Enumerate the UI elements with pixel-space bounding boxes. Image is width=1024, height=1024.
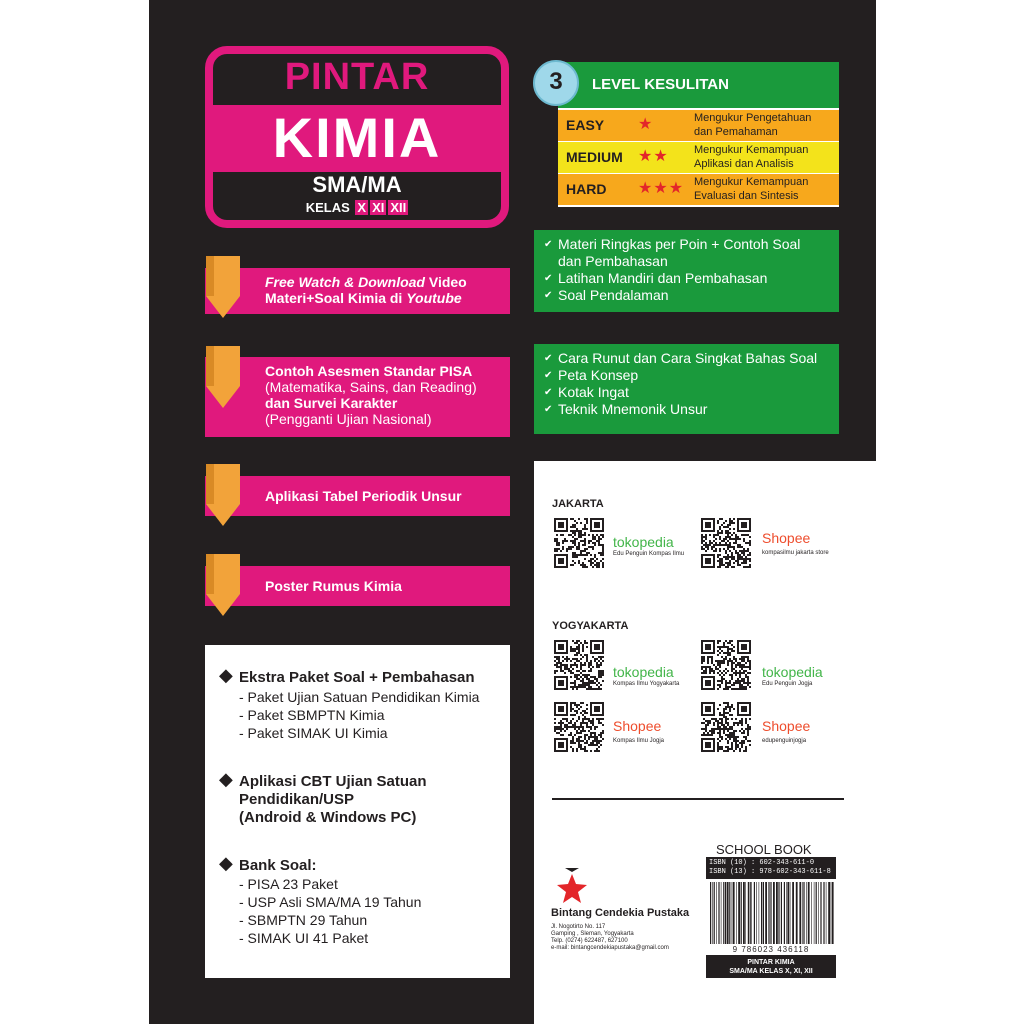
feature-item-cont: dan Pembahasan bbox=[558, 253, 668, 269]
tokopedia-logo[interactable]: tokopedia bbox=[613, 664, 674, 680]
publisher-name: Bintang Cendekia Pustaka bbox=[551, 907, 690, 919]
diamond-icon: ◆ bbox=[219, 769, 233, 789]
feature-item: Latihan Mandiri dan Pembahasan bbox=[544, 270, 831, 287]
qr-code-icon[interactable] bbox=[554, 702, 604, 752]
isbn-box: ISBN (10) : 602-343-611-0 ISBN (13) : 97… bbox=[706, 857, 836, 879]
extras-heading: Bank Soal: bbox=[239, 857, 317, 874]
level-name: MEDIUM bbox=[566, 149, 623, 165]
extras-item: - SBMPTN 29 Tahun bbox=[239, 912, 368, 928]
feature-item: Teknik Mnemonik Unsur bbox=[544, 401, 831, 418]
extras-box: ◆ Ekstra Paket Soal + Pembahasan - Paket… bbox=[205, 645, 510, 978]
shop-subtitle: Edu Penguin Jogja bbox=[762, 681, 813, 687]
barcode-icon bbox=[710, 882, 834, 944]
star-icon: ★★ bbox=[638, 148, 669, 165]
level-name: HARD bbox=[566, 181, 607, 197]
extras-item: - SIMAK UI 41 Paket bbox=[239, 930, 369, 946]
star-icon: ★★★ bbox=[638, 180, 685, 197]
diamond-icon: ◆ bbox=[219, 665, 233, 685]
feature-text: Aplikasi Tabel Periodik Unsur bbox=[265, 488, 462, 504]
feature-box-green-2: Cara Runut dan Cara Singkat Bahas Soal P… bbox=[534, 344, 839, 434]
qr-code-icon[interactable] bbox=[554, 518, 604, 568]
extras-item: - PISA 23 Paket bbox=[239, 876, 338, 892]
title-kimia: KIMIA bbox=[272, 106, 442, 169]
school-book-label: SCHOOL BOOK bbox=[716, 842, 812, 857]
extras-item: - Paket SBMPTN Kimia bbox=[239, 707, 385, 723]
title-band bbox=[213, 105, 501, 172]
barcode-number: 9 786023 436118 bbox=[732, 945, 810, 954]
qr-code-icon[interactable] bbox=[701, 702, 751, 752]
kelas-label: KELAS bbox=[305, 200, 350, 215]
isbn-13: ISBN (13) : 978-602-343-611-8 bbox=[709, 868, 831, 876]
publisher-logo-icon bbox=[557, 868, 587, 903]
shopee-logo[interactable]: Shopee bbox=[613, 718, 662, 734]
feature-youtube: Free Watch & Download Video Materi+Soal … bbox=[205, 268, 510, 314]
feature-text: Free Watch & Download Video Materi+Soal … bbox=[265, 274, 467, 306]
star-icon: ★ bbox=[638, 116, 654, 133]
shop-subtitle: Edu Penguin Kompas Ilmu bbox=[613, 551, 685, 557]
ribbon-icon bbox=[206, 346, 240, 408]
level-name: EASY bbox=[566, 117, 605, 133]
qr-code-icon[interactable] bbox=[701, 640, 751, 690]
title-sma-ma: SMA/MA bbox=[312, 172, 402, 197]
tokopedia-logo[interactable]: tokopedia bbox=[762, 664, 823, 680]
level-header bbox=[558, 62, 839, 108]
level-title: LEVEL KESULITAN bbox=[592, 76, 729, 93]
tokopedia-logo[interactable]: tokopedia bbox=[613, 534, 674, 550]
feature-item: Kotak Ingat bbox=[544, 384, 831, 401]
feature-poster: Poster Rumus Kimia bbox=[205, 566, 510, 606]
feature-text: Contoh Asesmen Standar PISA (Matematika,… bbox=[265, 363, 477, 427]
shop-subtitle: kompasilmu jakarta store bbox=[762, 550, 829, 556]
feature-pisa: Contoh Asesmen Standar PISA (Matematika,… bbox=[205, 357, 510, 437]
city-yogyakarta: YOGYAKARTA bbox=[552, 620, 629, 632]
qr-code-icon[interactable] bbox=[701, 518, 751, 568]
feature-periodic-table: Aplikasi Tabel Periodik Unsur bbox=[205, 476, 510, 516]
extras-item: - USP Asli SMA/MA 19 Tahun bbox=[239, 894, 422, 910]
feature-item: Materi Ringkas per Poin + Contoh Soal bbox=[544, 236, 831, 253]
kelas-xi: XI bbox=[370, 200, 387, 215]
ribbon-icon bbox=[206, 554, 240, 616]
extras-item: - Paket Ujian Satuan Pendidikan Kimia bbox=[239, 689, 480, 705]
ribbon-icon bbox=[206, 464, 240, 526]
isbn-10: ISBN (10) : 602-343-611-0 bbox=[709, 859, 815, 867]
extras-item: - Paket SIMAK UI Kimia bbox=[239, 725, 388, 741]
extras-heading: (Android & Windows PC) bbox=[239, 809, 417, 826]
level-number-badge: 3 bbox=[533, 60, 579, 106]
ribbon-icon bbox=[206, 256, 240, 318]
kelas-x: X bbox=[355, 200, 369, 215]
diamond-icon: ◆ bbox=[219, 853, 233, 873]
shop-subtitle: edupenguinjogja bbox=[762, 738, 807, 744]
shop-subtitle: Kompas Ilmu Jogja bbox=[613, 738, 665, 744]
title-pintar: PINTAR bbox=[284, 56, 430, 98]
extras-heading: Pendidikan/USP bbox=[239, 791, 355, 808]
extras-heading: Aplikasi CBT Ujian Satuan bbox=[239, 773, 427, 790]
divider bbox=[552, 798, 844, 800]
qr-code-icon[interactable] bbox=[554, 640, 604, 690]
feature-item: Soal Pendalaman bbox=[544, 287, 831, 304]
feature-item: Peta Konsep bbox=[544, 367, 831, 384]
city-jakarta: JAKARTA bbox=[552, 498, 604, 510]
shop-subtitle: Kompas Ilmu Yogyakarta bbox=[613, 681, 680, 687]
feature-text: Poster Rumus Kimia bbox=[265, 578, 402, 594]
kelas-xii: XII bbox=[388, 200, 409, 215]
shopee-logo[interactable]: Shopee bbox=[762, 530, 811, 546]
shopee-logo[interactable]: Shopee bbox=[762, 718, 811, 734]
extras-heading: Ekstra Paket Soal + Pembahasan bbox=[239, 669, 475, 686]
feature-box-green-1: Materi Ringkas per Poin + Contoh Soal da… bbox=[534, 230, 839, 312]
feature-item: Cara Runut dan Cara Singkat Bahas Soal bbox=[544, 350, 831, 367]
